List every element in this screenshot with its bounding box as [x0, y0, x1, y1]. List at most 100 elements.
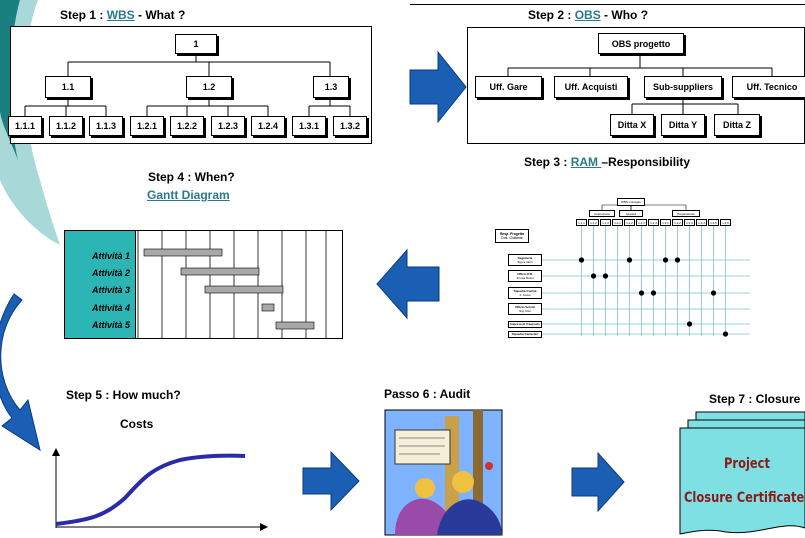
ram-role-box: Impresa di Trasporto: [508, 320, 542, 328]
obs-node-l1: Uff. Tecnico: [732, 76, 805, 98]
cost-s-curve: [55, 453, 246, 526]
wbs-node-l2: 1.2.2: [170, 116, 204, 136]
wbs-node-root: 1: [175, 34, 217, 54]
ram-column-header: 1.3.3: [684, 219, 695, 226]
obs-link[interactable]: OBS: [574, 8, 601, 22]
certificate-line2: Closure Certificate: [684, 490, 805, 506]
gantt-bar: [143, 248, 223, 257]
ram-role-sub: Dr.ssa Rossi: [516, 276, 534, 280]
arrow-left-1: [376, 248, 440, 320]
ram-assignment-dot: [662, 257, 669, 263]
ram-column-header: 1.2.4: [648, 219, 659, 226]
step6-title: Passo 6 : Audit: [384, 387, 471, 401]
gantt-bar: [180, 267, 260, 276]
ram-resp-box: Resp. Progetto Dott. Giuliante: [495, 229, 529, 243]
ram-assignment-dot: [578, 257, 585, 263]
step3-suffix: –Responsibility: [601, 155, 691, 169]
ram-assignment-dot: [710, 290, 717, 296]
wbs-node-l1: 1.3: [313, 76, 349, 98]
ram-role-title: Ufficio P.R.: [517, 272, 533, 276]
step5-title: Step 5 : How much?: [66, 388, 181, 402]
cost-curve-chart: [52, 448, 268, 531]
ram-group: Costruzione: [589, 210, 615, 217]
gantt-link[interactable]: Gantt Diagram: [147, 188, 230, 202]
wbs-node-l2: 1.3.2: [333, 116, 367, 136]
ram-role-title: Squadra Camerieri: [511, 332, 539, 336]
obs-node-l1: Sub-suppliers: [644, 76, 722, 98]
arrow-right-1: [409, 50, 467, 124]
ram-role-title: Squadra Cucina: [513, 289, 537, 293]
step3-title: Step 3 : RAM –Responsibility: [524, 155, 690, 169]
wbs-node-l2: 1.2.4: [251, 116, 285, 136]
step1-title: Step 1 : WBS - What ?: [60, 8, 185, 22]
ram-column-header: 1.3.2: [672, 219, 683, 226]
obs-node-l1: Uff. Acquisti: [554, 76, 628, 98]
gantt-activity-label: Attività 3: [91, 285, 130, 295]
gantt-bar: [275, 321, 315, 330]
gantt-label-column: [65, 231, 136, 338]
ram-column-header: 1.3.5: [708, 219, 719, 226]
wbs-node-l2: 1.3.1: [292, 116, 326, 136]
ram-column-header: 1.3.4: [696, 219, 707, 226]
arrow-right-2: [302, 450, 360, 512]
ram-role-sub: Sig.ra Idem: [517, 260, 533, 264]
ram-column-header: 1.2.2: [624, 219, 635, 226]
ram-assignment-dot: [626, 257, 633, 263]
ram-resp-sub: Dott. Giuliante: [501, 236, 523, 240]
step3-prefix: Step 3 :: [524, 155, 571, 169]
ram-assignment-dot: [638, 290, 645, 296]
certificate-line1: Project: [724, 456, 770, 472]
step2-prefix: Step 2 :: [528, 8, 575, 22]
ram-assignment-dot: [674, 257, 681, 263]
ram-role-sub: F. Giusti: [519, 293, 531, 297]
step4-title: Step 4 : When?: [148, 170, 235, 184]
ram-assignment-dot: [590, 273, 597, 279]
gantt-activity-label: Attività 5: [91, 320, 130, 330]
certificate-stack: [679, 411, 805, 535]
gantt-activity-label: Attività 1: [91, 251, 130, 261]
ram-column-header: 1.2.3: [636, 219, 647, 226]
obs-node-l1: Uff. Gare: [475, 76, 542, 98]
ram-root: WBS Consiglio: [617, 198, 645, 206]
ram-column-header: 1.3.6: [720, 219, 731, 226]
obs-node-root: OBS progetto: [598, 33, 684, 54]
gantt-bar: [261, 303, 275, 312]
step1-prefix: Step 1 :: [60, 8, 107, 22]
ram-role-title: Segreteria: [517, 256, 533, 260]
ram-role-box: Squadra Camerieri: [508, 330, 542, 338]
wbs-node-l2: 1.1.1: [8, 116, 42, 136]
ram-column-header: 1.1.3: [600, 219, 611, 226]
ram-role-title: Ufficio Servizi: [515, 305, 535, 309]
arrow-right-3: [571, 451, 625, 513]
ram-role-box: Ufficio P.R.Dr.ssa Rossi: [508, 270, 542, 282]
gantt-activity-label: Attività 4: [91, 303, 130, 313]
wbs-node-l2: 1.1.3: [89, 116, 123, 136]
wbs-node-l2: 1.2.3: [211, 116, 245, 136]
gantt-activity-label: Attività 2: [91, 268, 130, 278]
step7-title: Step 7 : Closure: [709, 392, 801, 406]
top-divider: [410, 4, 805, 5]
ram-assignment-dot: [602, 273, 609, 279]
obs-node-l2: Ditta Z: [714, 114, 760, 136]
ram-role-sub: Sig. Ulivi: [519, 309, 531, 313]
step1-suffix: - What ?: [134, 8, 186, 22]
ram-resp-title: Resp. Progetto: [499, 232, 525, 236]
ram-link[interactable]: RAM: [570, 155, 602, 169]
step2-suffix: - Who ?: [600, 8, 649, 22]
ram-role-title: Impresa di Trasporto: [510, 322, 540, 326]
ram-column-header: 1.3.1: [660, 219, 671, 226]
gantt-bar: [204, 285, 284, 294]
obs-node-l2: Ditta Y: [661, 114, 705, 136]
wbs-node-l2: 1.1.2: [49, 116, 83, 136]
step2-title: Step 2 : OBS - Who ?: [528, 8, 648, 22]
ram-assignment-dot: [686, 321, 693, 327]
ram-column-header: 1.2.1: [612, 219, 623, 226]
wbs-link[interactable]: WBS: [106, 8, 135, 22]
obs-node-l2: Ditta X: [610, 114, 654, 136]
